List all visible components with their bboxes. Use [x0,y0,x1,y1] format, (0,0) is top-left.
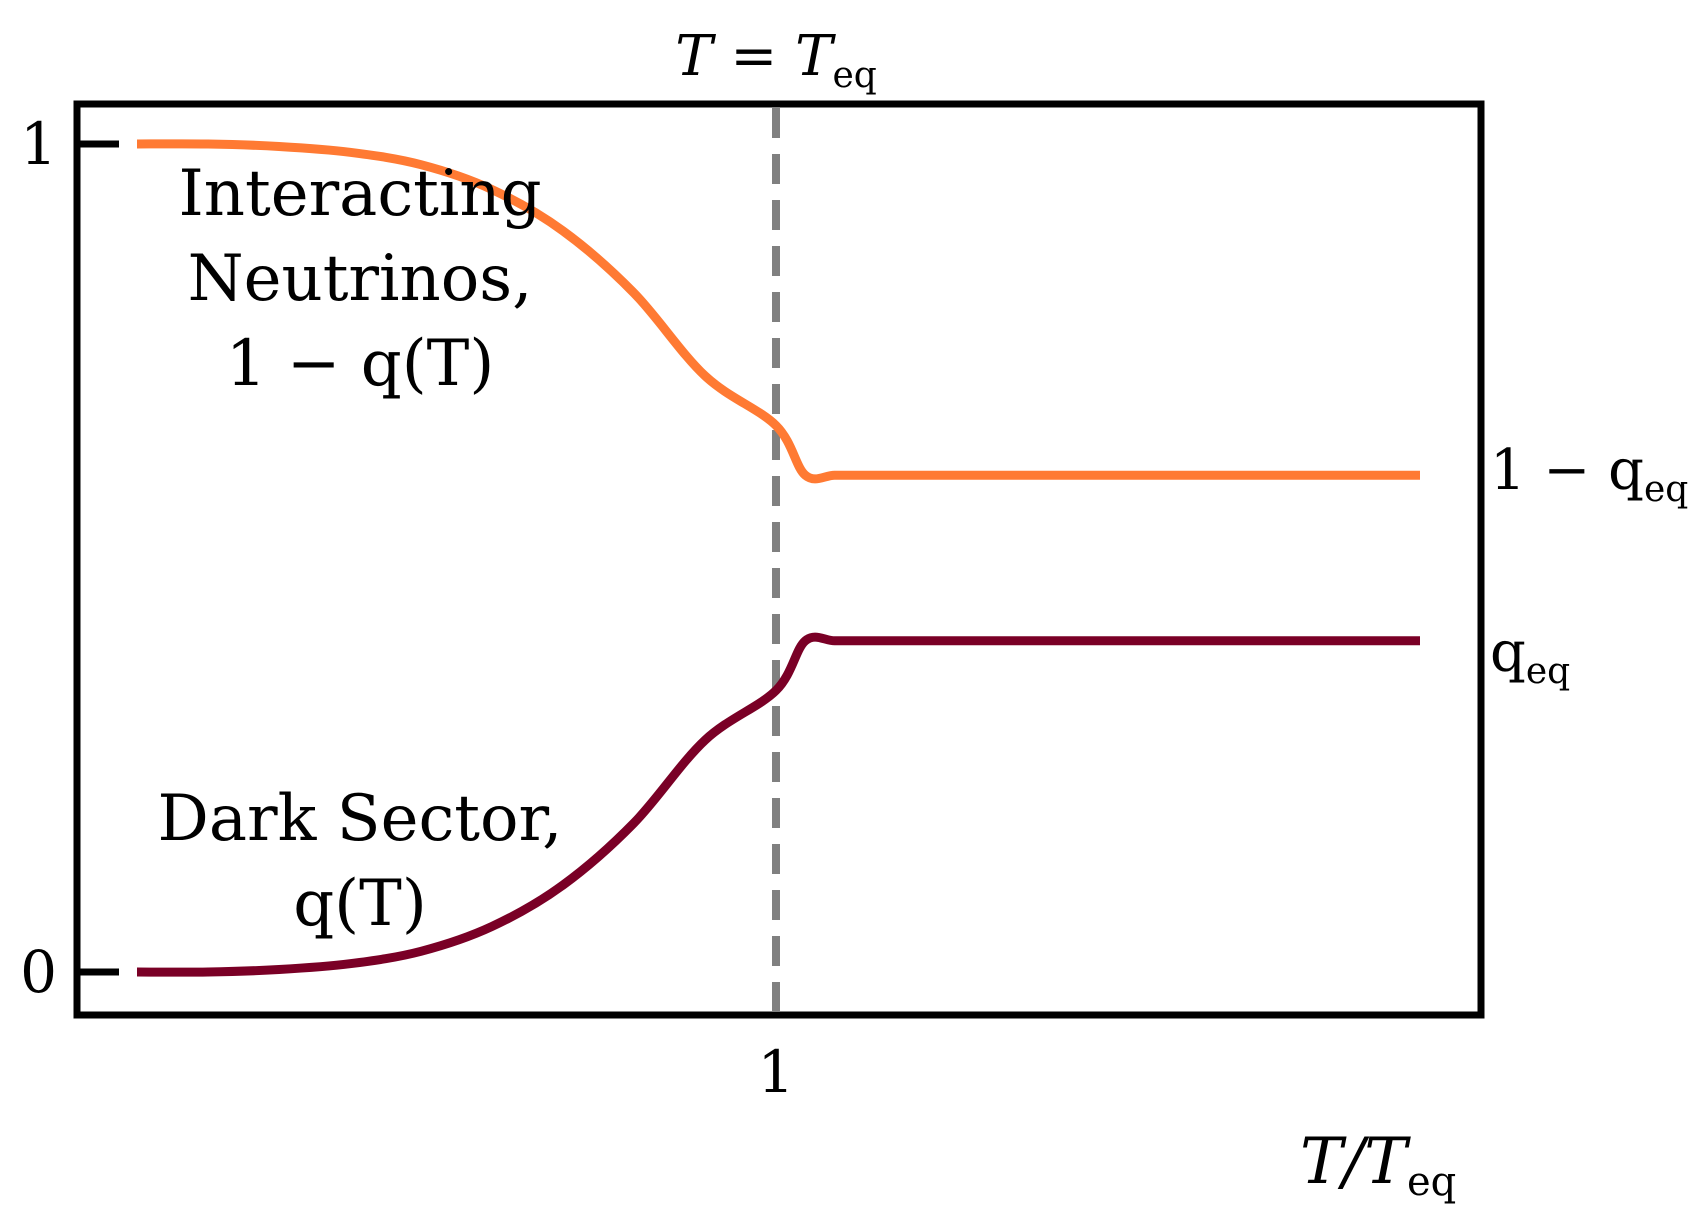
series-end-label-subscript-0: eq [1644,469,1688,510]
x-axis-ticks: 1 [758,1038,795,1106]
y-tick-label-1: 1 [20,110,57,178]
y-axis-ticks: 01 [20,110,119,1006]
series-end-label-main-1: q [1490,620,1526,685]
annotation-0-line-2: 1 − q(T) [226,327,495,401]
x-axis-label: T/Teq [1300,1125,1456,1205]
x-tick-label-0: 1 [758,1038,795,1106]
series-end-label-main-0: 1 − q [1490,438,1644,503]
series-end-label-1: qeq [1490,620,1570,692]
series-line-0 [136,139,1420,484]
annotation-0-line-0: Interacting [178,157,541,231]
x-axis-label-subscript: eq [1407,1159,1456,1205]
series-line-1 [136,632,1420,977]
reference-line-label-subscript: eq [832,55,876,96]
y-tick-label-0: 0 [20,938,57,1006]
series-end-label-subscript-1: eq [1526,651,1570,692]
annotation-1-line-0: Dark Sector, [158,782,563,856]
series-layer [136,139,1420,977]
annotation-0-line-1: Neutrinos, [188,242,533,316]
reference-line-label-text: T = T [675,24,836,89]
x-axis-label-main: T/T [1300,1125,1411,1199]
series-end-label-0: 1 − qeq [1490,438,1688,510]
reference-line-label: T = Teq [675,24,877,96]
plot-frame [73,100,1485,1019]
annotation-1-line-1: q(T) [293,867,427,941]
